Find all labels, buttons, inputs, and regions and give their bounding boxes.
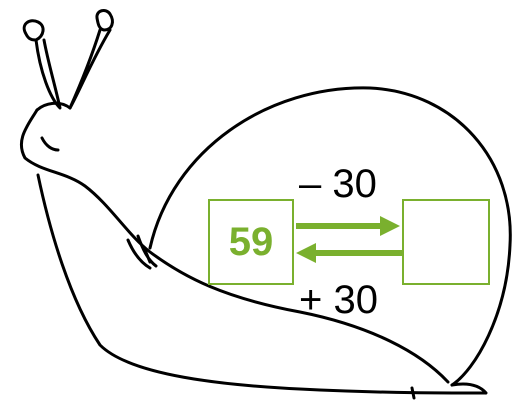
snail-eye-left bbox=[22, 19, 45, 42]
snail-body-top bbox=[19, 108, 450, 384]
snail-texture bbox=[126, 234, 158, 270]
snail-tail bbox=[450, 382, 488, 395]
result-value-box bbox=[402, 199, 490, 285]
snail-eye-right bbox=[95, 9, 114, 32]
minus-operation-label: – 30 bbox=[299, 162, 377, 206]
snail-foot-crease bbox=[410, 386, 416, 400]
snail-head bbox=[35, 101, 72, 112]
snail-antenna-left bbox=[34, 38, 62, 110]
snail-foot bbox=[36, 173, 487, 395]
plus-operation-label: + 30 bbox=[299, 278, 378, 322]
arrow-plus bbox=[296, 243, 402, 263]
arrow-minus bbox=[296, 216, 400, 236]
result-value bbox=[404, 201, 488, 283]
start-value-box: 59 bbox=[208, 199, 294, 285]
snail-antenna-right bbox=[68, 28, 112, 110]
snail-mouth bbox=[40, 136, 60, 152]
snail-shell bbox=[148, 86, 512, 387]
start-value: 59 bbox=[228, 219, 274, 264]
